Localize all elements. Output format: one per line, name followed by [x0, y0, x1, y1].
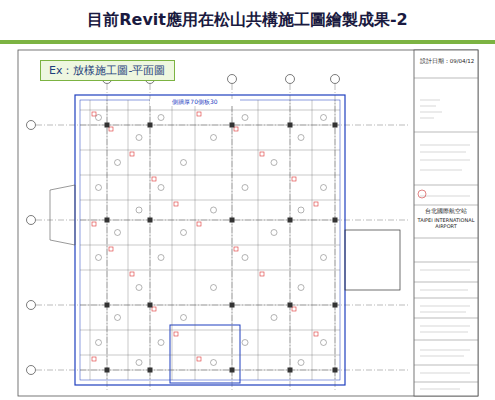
dimension-note: 側牆厚70側板30 [150, 99, 240, 106]
title-block [414, 50, 478, 396]
title-rule [0, 40, 495, 44]
grid-bubbles [27, 75, 340, 375]
plan-details [80, 100, 340, 380]
ramp [50, 185, 75, 245]
title-block-rows [414, 78, 478, 382]
annex [345, 230, 400, 290]
plan-inner [80, 100, 340, 380]
airport-name-en: TAIPEI INTERNATIONAL AIRPORT [416, 218, 476, 230]
title-block-scribble [420, 100, 470, 389]
grid-lines [36, 84, 408, 392]
caption-box: Ex：放樣施工圖-平面圖 [40, 60, 175, 81]
slide-title: 目前Revit應用在松山共構施工圖繪製成果-2 [0, 10, 495, 31]
stair-core [170, 325, 240, 383]
sheet-frame [18, 50, 478, 396]
caption-text: Ex：放樣施工圖-平面圖 [49, 63, 166, 78]
date-label: 設計日期：09/04/12 [417, 58, 477, 64]
plan-outline [75, 95, 345, 385]
logo [418, 190, 426, 198]
airport-name: 台北國際航空站 [416, 208, 476, 215]
